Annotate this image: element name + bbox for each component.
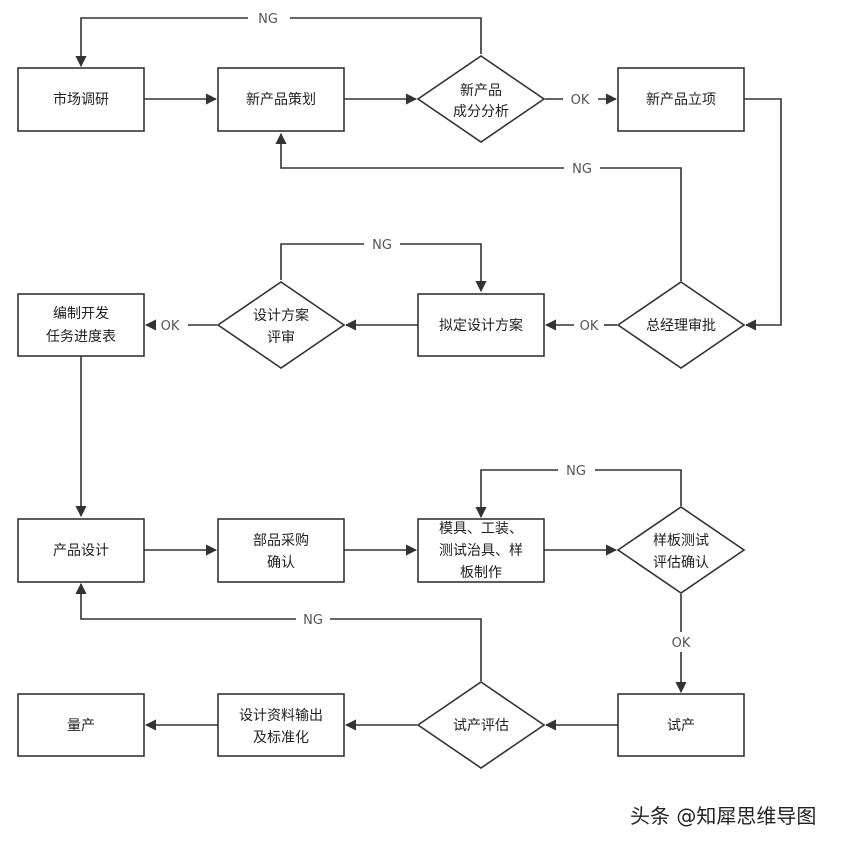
label-ng-sample: NG — [566, 464, 586, 479]
label-ng-gm: NG — [572, 162, 592, 177]
text-draft-design-plan: 拟定设计方案 — [439, 317, 523, 334]
node-draft-design-plan — [417, 293, 545, 357]
edge-eval-ng-to-design-2 — [75, 582, 296, 620]
label-ok-analysis: OK — [571, 93, 590, 108]
text-dev-schedule-1: 编制开发 — [53, 306, 109, 322]
edge-eval-ng-to-design — [330, 618, 482, 681]
label-ok-gm: OK — [580, 319, 599, 334]
text-sample-test-1: 样板测试 — [653, 533, 709, 549]
node-mass-production — [17, 693, 145, 757]
edge-labels: NG OK NG NG OK OK NG NG OK — [161, 12, 691, 651]
node-mold-tooling — [417, 518, 545, 583]
edge-review-ng-to-draft — [280, 243, 364, 280]
edge-analysis-ng-to-research-2 — [75, 17, 248, 68]
text-design-plan-review-1: 设计方案 — [253, 307, 309, 324]
text-mold-tooling-2: 测试治具、样 — [439, 543, 523, 559]
node-gm-approval — [616, 281, 746, 369]
label-ok-sample: OK — [672, 636, 691, 651]
node-product-design — [17, 518, 145, 583]
text-mold-tooling-1: 模具、工装、 — [439, 521, 523, 537]
label-ok-review: OK — [161, 319, 180, 334]
node-new-product-analysis — [416, 55, 546, 143]
text-dev-schedule-2: 任务进度表 — [46, 329, 116, 345]
text-new-product-planning: 新产品策划 — [246, 91, 316, 108]
node-parts-purchase — [217, 518, 345, 583]
text-sample-test-2: 评估确认 — [653, 555, 709, 571]
edges — [75, 17, 782, 731]
text-product-design: 产品设计 — [53, 543, 109, 559]
watermark: 头条 @知犀思维导图 — [630, 804, 817, 828]
text-new-product-analysis-1: 新产品 — [460, 83, 502, 99]
edge-launch-to-gm — [744, 98, 782, 331]
node-design-output — [217, 693, 345, 757]
edge-review-ng-to-draft-2 — [400, 243, 487, 293]
label-ng-analysis: NG — [258, 12, 278, 27]
text-new-product-analysis-2: 成分分析 — [453, 104, 509, 120]
text-market-research: 市场调研 — [53, 91, 109, 108]
label-ng-eval: NG — [303, 613, 323, 628]
node-sample-test — [616, 506, 746, 594]
label-ng-review: NG — [372, 238, 392, 253]
text-mass-production: 量产 — [67, 718, 95, 734]
node-market-research — [17, 67, 145, 132]
edge-sample-ng-to-mold — [595, 469, 682, 506]
edge-gm-ng-to-planning-2 — [275, 132, 564, 169]
node-trial-evaluation — [416, 681, 546, 769]
node-trial-production — [617, 693, 745, 757]
edge-gm-ng-to-planning — [600, 167, 682, 281]
text-design-plan-review-2: 评审 — [267, 330, 295, 346]
text-trial-evaluation: 试产评估 — [453, 718, 509, 734]
text-design-output-2: 及标准化 — [253, 730, 309, 746]
text-mold-tooling-3: 板制作 — [460, 565, 502, 581]
text-gm-approval: 总经理审批 — [646, 318, 716, 334]
node-new-product-launch — [617, 67, 745, 132]
text-parts-purchase-2: 确认 — [267, 555, 295, 571]
text-design-output-1: 设计资料输出 — [239, 708, 323, 724]
node-texts: 市场调研 新产品策划 新产品 成分分析 新产品立项 编制开发 任务进度表 设计方… — [46, 83, 716, 746]
edge-analysis-ng-to-research — [290, 17, 482, 54]
node-new-product-planning — [217, 67, 345, 132]
nodes — [17, 55, 746, 769]
text-new-product-launch: 新产品立项 — [646, 92, 716, 108]
node-dev-schedule — [17, 293, 145, 357]
node-design-plan-review — [216, 281, 346, 369]
edge-sample-ng-to-mold-2 — [475, 469, 558, 519]
text-parts-purchase-1: 部品采购 — [253, 533, 309, 549]
text-trial-production: 试产 — [667, 718, 695, 734]
